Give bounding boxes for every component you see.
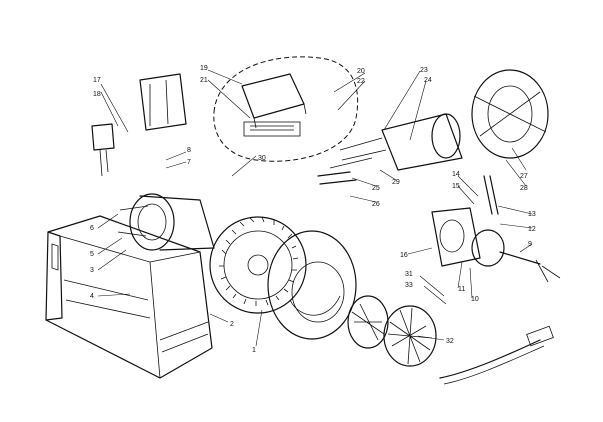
part-label-27: 27	[520, 173, 528, 180]
leader-lines	[97, 69, 533, 347]
part-label-8: 8	[187, 147, 191, 154]
part-label-19: 19	[200, 65, 208, 72]
motor-fan-assembly	[117, 193, 215, 251]
part-label-9: 9	[528, 241, 532, 248]
control-unit-callout-circle	[213, 56, 359, 162]
part-label-5: 5	[90, 251, 94, 258]
part-label-25: 25	[372, 185, 380, 192]
part-label-12: 12	[528, 226, 536, 233]
part-label-32: 32	[446, 338, 454, 345]
part-label-7: 7	[187, 159, 191, 166]
part-label-33: 33	[405, 282, 413, 289]
part-label-14: 14	[452, 171, 460, 178]
part-label-11: 11	[458, 286, 465, 293]
part-label-4: 4	[90, 293, 94, 300]
solenoid-valve	[139, 73, 187, 131]
part-label-24: 24	[424, 77, 432, 84]
control-box-housing	[45, 215, 213, 379]
mounting-flange	[471, 69, 549, 159]
part-label-18: 18	[93, 91, 101, 98]
part-label-23: 23	[420, 67, 428, 74]
part-label-16: 16	[400, 252, 408, 259]
part-label-20: 20	[357, 68, 365, 75]
part-label-30: 30	[258, 155, 266, 162]
ignition-electrodes	[317, 171, 357, 185]
oil-pump	[431, 207, 561, 283]
part-label-26: 26	[372, 201, 380, 208]
part-label-2: 2	[230, 321, 234, 328]
air-damper-plate	[347, 295, 389, 349]
part-label-22: 22	[357, 78, 365, 85]
air-inlet-housing	[267, 230, 357, 340]
part-label-6: 6	[90, 225, 94, 232]
blast-tube	[329, 113, 463, 171]
part-label-13: 13	[528, 211, 536, 218]
nozzle-rod	[483, 175, 499, 215]
part-label-15: 15	[452, 183, 460, 190]
fan-wheel	[209, 216, 307, 314]
part-labels: 17 18 19 21 20 22 23 24 27 28 29 25 26 3…	[90, 65, 536, 354]
part-label-3: 3	[90, 267, 94, 274]
part-label-31: 31	[405, 271, 413, 278]
part-label-21: 21	[200, 77, 208, 84]
part-label-10: 10	[471, 296, 479, 303]
control-unit	[241, 73, 307, 137]
part-label-28: 28	[520, 185, 528, 192]
cable-glands	[91, 123, 115, 177]
oil-hose	[439, 325, 554, 385]
protection-grille	[383, 305, 437, 367]
part-label-1: 1	[252, 347, 256, 354]
part-label-29: 29	[392, 179, 400, 186]
part-label-17: 17	[93, 77, 101, 84]
